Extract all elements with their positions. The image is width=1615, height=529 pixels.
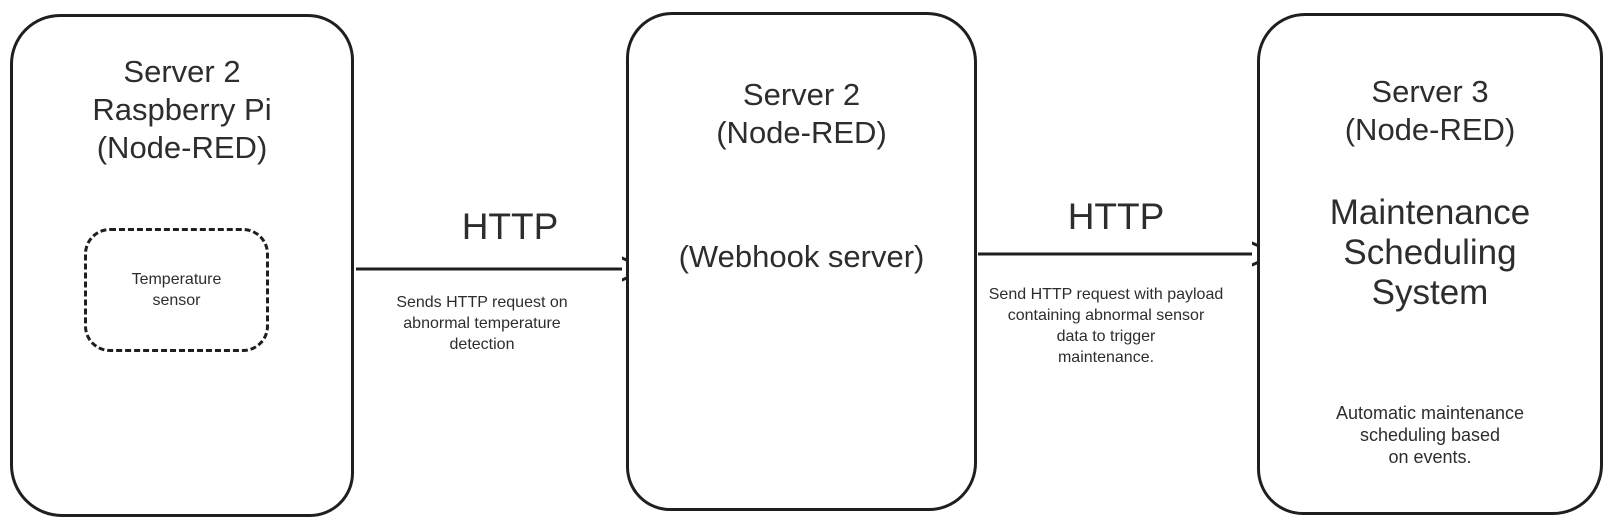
node-server3-maintenance[interactable]: Server 3 (Node-RED) Maintenance Scheduli… xyxy=(1257,13,1603,515)
edge-label-http-1: HTTP xyxy=(461,206,559,247)
node-server2-webhook[interactable]: Server 2 (Node-RED) (Webhook server) xyxy=(626,12,977,511)
node-heading: Maintenance Scheduling System xyxy=(1329,193,1531,312)
node-title: Server 2 (Node-RED) xyxy=(716,77,887,150)
edge-description-2: Send HTTP request with payload containin… xyxy=(988,286,1224,366)
temperature-sensor-node[interactable]: Temperature sensor xyxy=(84,228,269,352)
node-note: Automatic maintenance scheduling based o… xyxy=(1335,403,1525,467)
node-subtitle: (Webhook server) xyxy=(678,239,925,274)
node-server2-raspberry-pi[interactable]: Server 2 Raspberry Pi (Node-RED) Tempera… xyxy=(10,14,354,517)
temperature-sensor-label: Temperature sensor xyxy=(131,271,222,309)
edge-description-1: Sends HTTP request on abnormal temperatu… xyxy=(396,294,568,353)
node-title: Server 3 (Node-RED) xyxy=(1344,74,1516,147)
node-title: Server 2 Raspberry Pi (Node-RED) xyxy=(92,54,272,165)
edge-label-http-2: HTTP xyxy=(1067,196,1165,237)
